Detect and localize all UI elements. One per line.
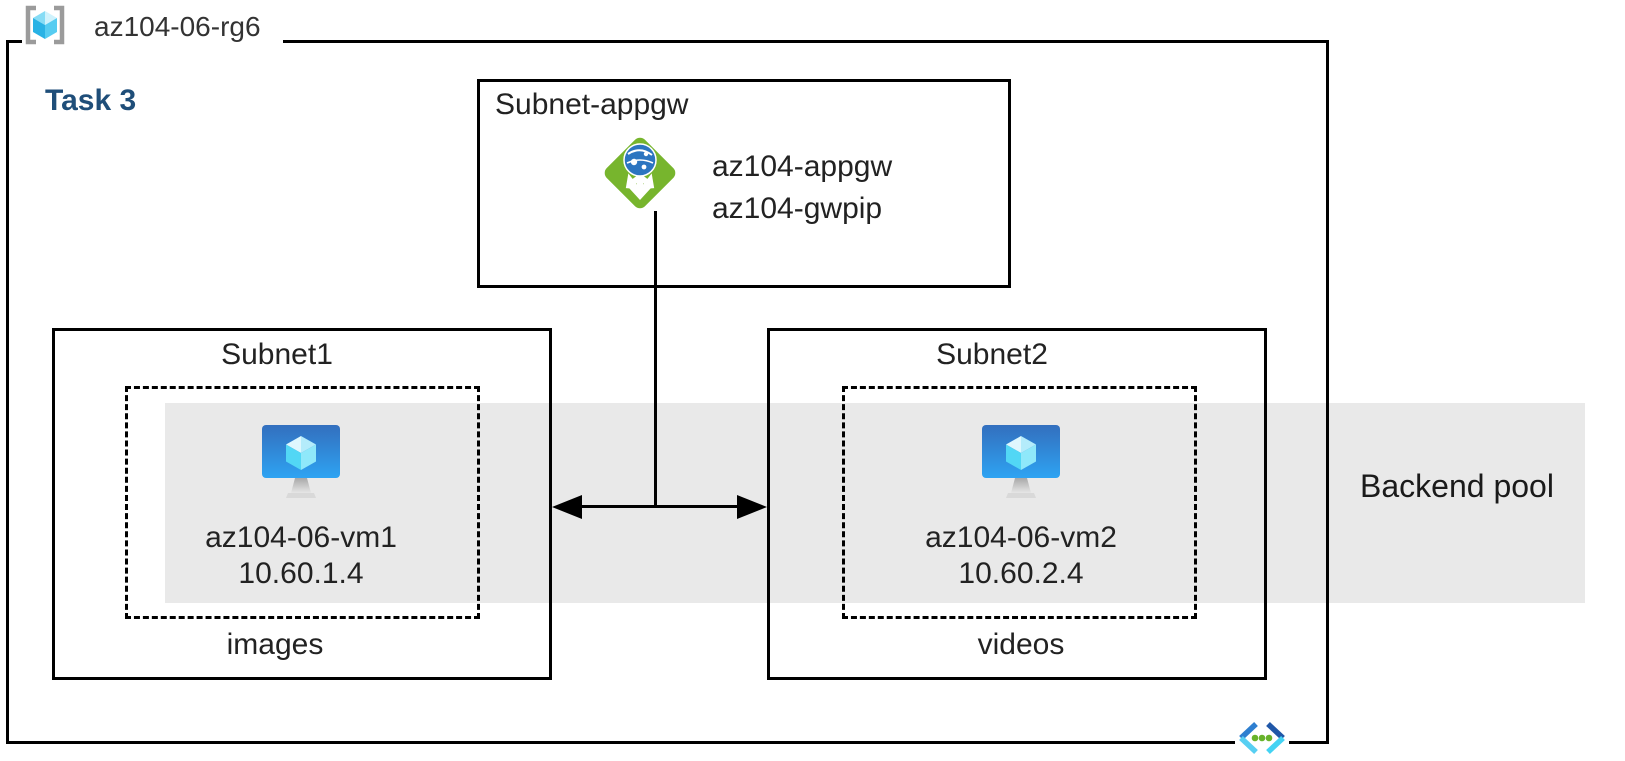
appgw-subnet-title: Subnet-appgw <box>495 88 689 121</box>
backend-pool-label: Backend pool <box>1360 468 1554 504</box>
application-gateway-icon <box>600 133 680 213</box>
subnet2-title: Subnet2 <box>936 338 1048 371</box>
subnet-connector-line <box>576 505 743 508</box>
resource-group-icon <box>22 4 68 51</box>
subnet2-vm-text: az104-06-vm2 10.60.2.4 <box>925 520 1117 592</box>
subnet1-vm-group-box <box>125 386 480 619</box>
virtual-network-icon <box>1235 719 1289 757</box>
appgw-names: az104-appgw az104-gwpip <box>712 146 892 230</box>
subnet2-vm-group-box <box>842 386 1197 619</box>
subnet2-app-label: videos <box>977 628 1065 661</box>
resource-group-label: az104-06-rg6 <box>22 5 283 49</box>
backend-pool-band <box>165 403 1585 603</box>
appgw-public-ip-name: az104-gwpip <box>712 192 883 225</box>
vm2-name: az104-06-vm2 <box>925 521 1117 554</box>
vm1-name: az104-06-vm1 <box>205 521 397 554</box>
subnet2-box <box>767 328 1267 680</box>
subnet1-app-label: images <box>226 628 324 661</box>
appgw-subnet-box <box>477 79 1011 288</box>
subnet1-vm-text: az104-06-vm1 10.60.1.4 <box>205 520 397 592</box>
subnet1-title: Subnet1 <box>221 338 333 371</box>
resource-group-name: az104-06-rg6 <box>94 11 261 42</box>
vm1-ip: 10.60.1.4 <box>238 557 364 590</box>
task-label: Task 3 <box>45 84 137 117</box>
resource-group-box <box>6 40 1329 744</box>
vm-icon <box>978 420 1064 502</box>
appgw-connector-line <box>654 211 657 507</box>
appgw-name: az104-appgw <box>712 150 893 183</box>
arrowhead-right-icon <box>737 495 767 519</box>
vm2-ip: 10.60.2.4 <box>958 557 1084 590</box>
vm-icon <box>258 420 344 502</box>
subnet1-box <box>52 328 552 680</box>
arrowhead-left-icon <box>552 495 582 519</box>
